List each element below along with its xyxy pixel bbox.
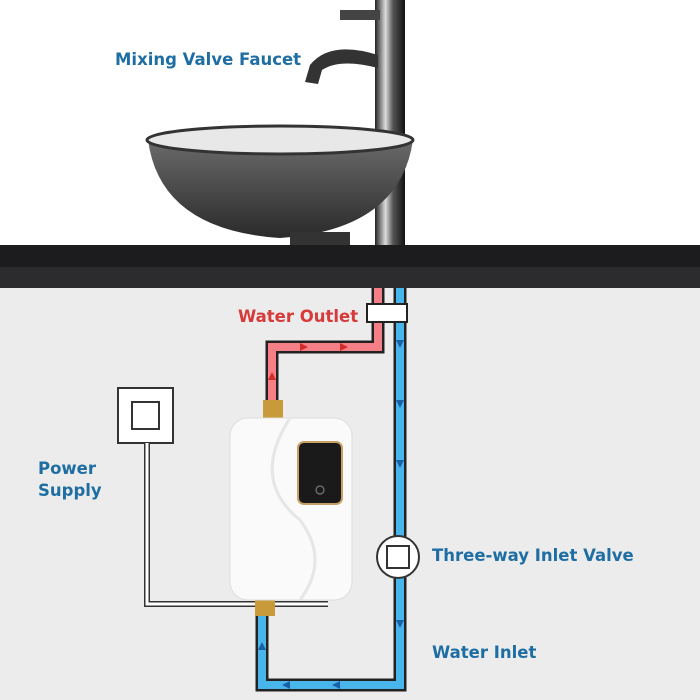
valve-label: Three-way Inlet Valve xyxy=(432,546,634,565)
valve-icon xyxy=(376,535,420,579)
flow-arrows-hot xyxy=(268,343,348,380)
faucet-icon xyxy=(305,0,405,248)
water-heater-icon xyxy=(229,400,353,616)
inlet-label: Water Inlet xyxy=(432,643,537,662)
sink-bowl-icon xyxy=(145,124,415,246)
power-label-line2: Supply xyxy=(38,481,102,500)
faucet-label: Mixing Valve Faucet xyxy=(115,50,302,69)
outlet-label: Water Outlet xyxy=(238,307,359,326)
countertop xyxy=(0,245,700,267)
power-button-icon xyxy=(315,485,325,495)
power-socket-icon xyxy=(117,387,174,444)
power-label-line1: Power xyxy=(38,459,96,478)
pipe-clamp xyxy=(366,303,408,323)
flow-arrows-cold xyxy=(258,340,404,689)
